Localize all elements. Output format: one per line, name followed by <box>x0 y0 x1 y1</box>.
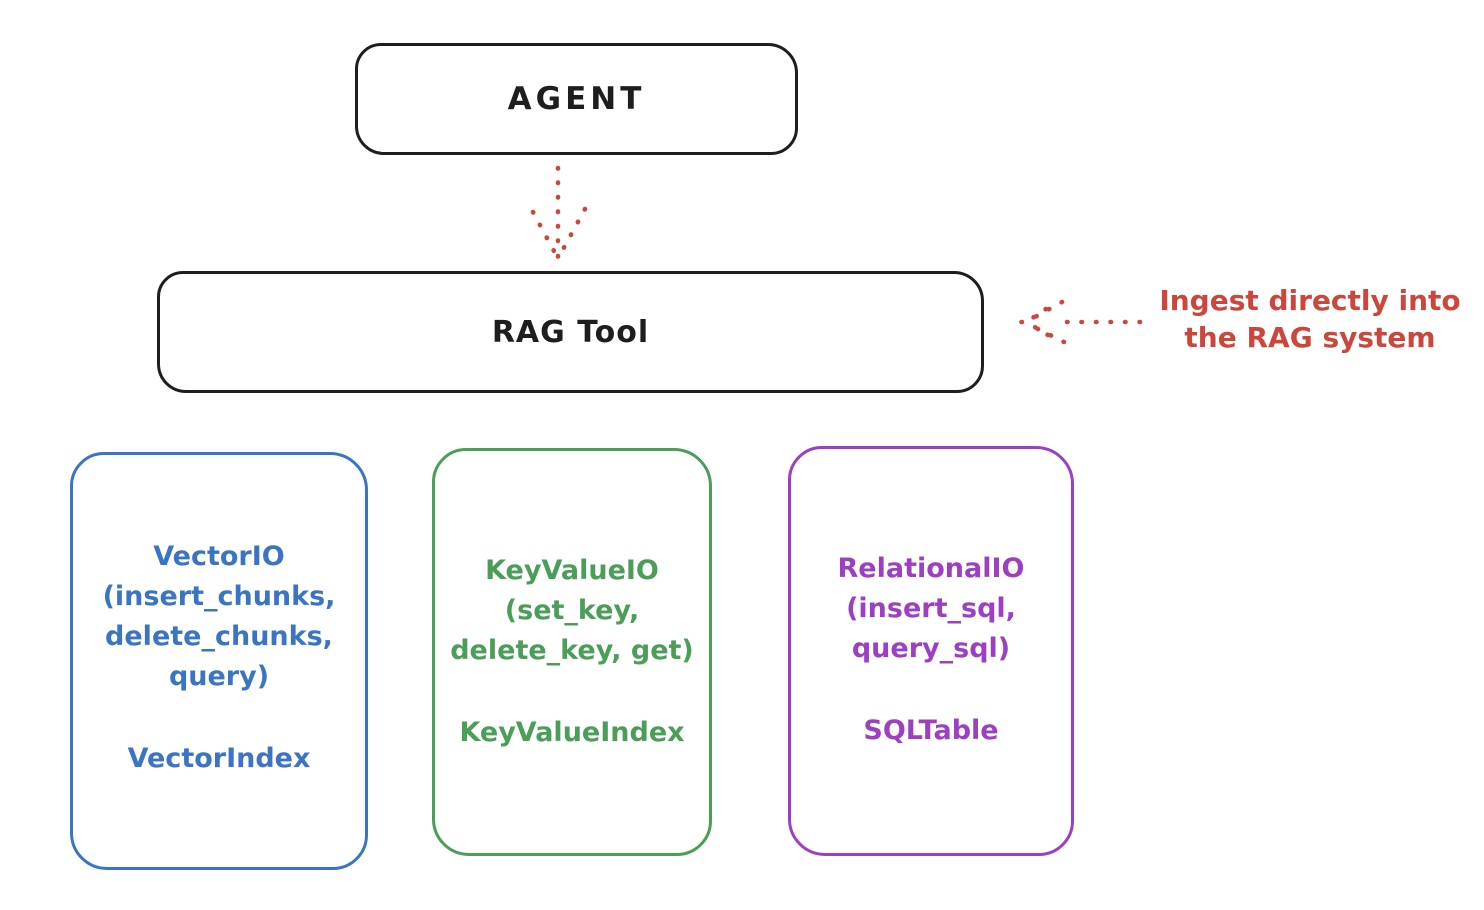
relational-io-box: RelationalIO (insert_sql, query_sql) SQL… <box>788 446 1074 856</box>
keyvalue-io-title: KeyValueIO <box>485 555 659 586</box>
agent-node-label: AGENT <box>507 81 646 117</box>
relational-io-method-line: query_sql) <box>851 633 1011 664</box>
ingest-annotation-line1: Ingest directly into <box>1159 284 1461 317</box>
vector-index-label: VectorIndex <box>127 743 311 774</box>
keyvalue-io-method-line: delete_key, get) <box>450 635 694 666</box>
ingest-annotation: Ingest directly into the RAG system <box>1138 282 1482 356</box>
vector-io-title: VectorIO <box>153 541 285 572</box>
relational-io-text: RelationalIO (insert_sql, query_sql) SQL… <box>791 549 1071 751</box>
vector-io-box: VectorIO (insert_chunks, delete_chunks, … <box>70 452 368 870</box>
annotation-to-ragtool-arrow-icon <box>1018 299 1143 345</box>
ingest-annotation-line2: the RAG system <box>1184 321 1436 354</box>
rag-tool-node: RAG Tool <box>157 271 984 393</box>
sql-table-label: SQLTable <box>863 715 999 746</box>
relational-io-method-line: (insert_sql, <box>846 593 1016 624</box>
keyvalue-io-method-line: (set_key, <box>504 595 640 626</box>
keyvalue-io-methods: (set_key, delete_key, get) <box>435 591 709 671</box>
agent-node: AGENT <box>355 43 798 155</box>
keyvalue-io-text: KeyValueIO (set_key, delete_key, get) Ke… <box>435 551 709 753</box>
agent-to-ragtool-arrow-icon <box>530 165 588 260</box>
vector-io-method-line: delete_chunks, <box>105 621 333 652</box>
vector-io-method-line: query) <box>168 661 270 692</box>
rag-tool-node-label: RAG Tool <box>491 314 650 350</box>
vector-io-text: VectorIO (insert_chunks, delete_chunks, … <box>73 537 365 779</box>
vector-io-methods: (insert_chunks, delete_chunks, query) <box>73 577 365 697</box>
relational-io-methods: (insert_sql, query_sql) <box>791 589 1071 669</box>
relational-io-title: RelationalIO <box>837 553 1025 584</box>
keyvalue-io-box: KeyValueIO (set_key, delete_key, get) Ke… <box>432 448 712 856</box>
keyvalue-index-label: KeyValueIndex <box>459 717 685 748</box>
vector-io-method-line: (insert_chunks, <box>102 581 336 612</box>
